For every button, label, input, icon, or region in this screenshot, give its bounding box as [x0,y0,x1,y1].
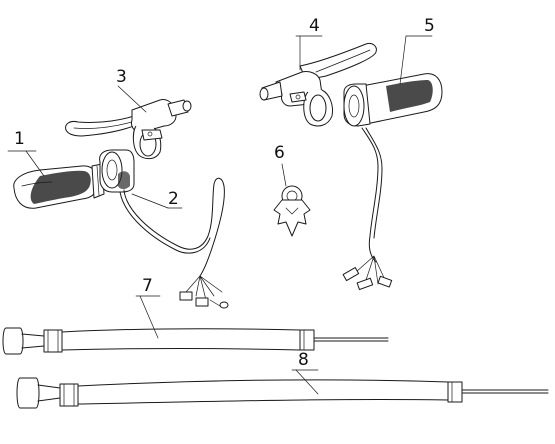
callout-2: 2 [168,189,179,209]
callout-leader-3 [117,85,147,113]
left-grip [13,163,105,209]
callout-3: 3 [116,67,127,87]
callout-leader-6 [281,163,287,187]
callout-leader-7 [139,295,159,339]
callout-leader-2 [131,193,169,209]
left-switch-assembly [99,149,229,309]
callout-4: 4 [309,16,320,36]
callout-leader-1b [25,150,45,177]
right-grip-assembly [342,73,443,291]
callout-leader-5b [399,35,407,85]
callout-5: 5 [424,16,435,36]
cable-clip [273,185,311,237]
left-brake-lever [65,99,192,160]
brake-cable-upper [2,327,389,355]
callout-6: 6 [274,143,285,163]
brake-cable-lower [16,377,549,409]
callout-7: 7 [142,276,153,296]
callout-leader-8 [295,369,319,395]
callout-8: 8 [298,350,309,370]
callout-1: 1 [14,129,25,149]
right-brake-lever [259,43,377,127]
